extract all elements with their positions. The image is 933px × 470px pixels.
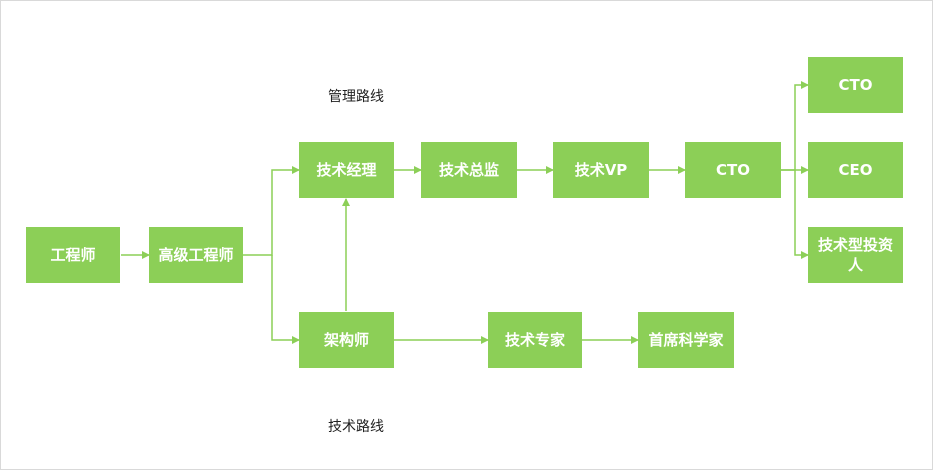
node-tech-director: 技术总监 bbox=[421, 142, 517, 198]
node-tech-investor: 技术型投资人 bbox=[808, 227, 903, 283]
lane-label-management: 管理路线 bbox=[328, 89, 384, 105]
node-cto-mid: CTO bbox=[685, 142, 781, 198]
node-chief-scientist: 首席科学家 bbox=[638, 312, 734, 368]
edge-cto-investor bbox=[794, 170, 809, 259]
node-tech-expert: 技术专家 bbox=[488, 312, 582, 368]
lane-label-technical: 技术路线 bbox=[328, 419, 384, 435]
edge-senior-architect bbox=[271, 255, 300, 344]
edge-senior-branch bbox=[243, 166, 300, 256]
node-tech-vp: 技术VP bbox=[553, 142, 649, 198]
node-senior-engineer: 高级工程师 bbox=[149, 227, 243, 283]
node-cto-top: CTO bbox=[808, 57, 903, 113]
node-engineer: 工程师 bbox=[26, 227, 120, 283]
node-architect: 架构师 bbox=[299, 312, 394, 368]
node-ceo: CEO bbox=[808, 142, 903, 198]
node-tech-manager: 技术经理 bbox=[299, 142, 394, 198]
edge-cto-top bbox=[781, 81, 809, 171]
